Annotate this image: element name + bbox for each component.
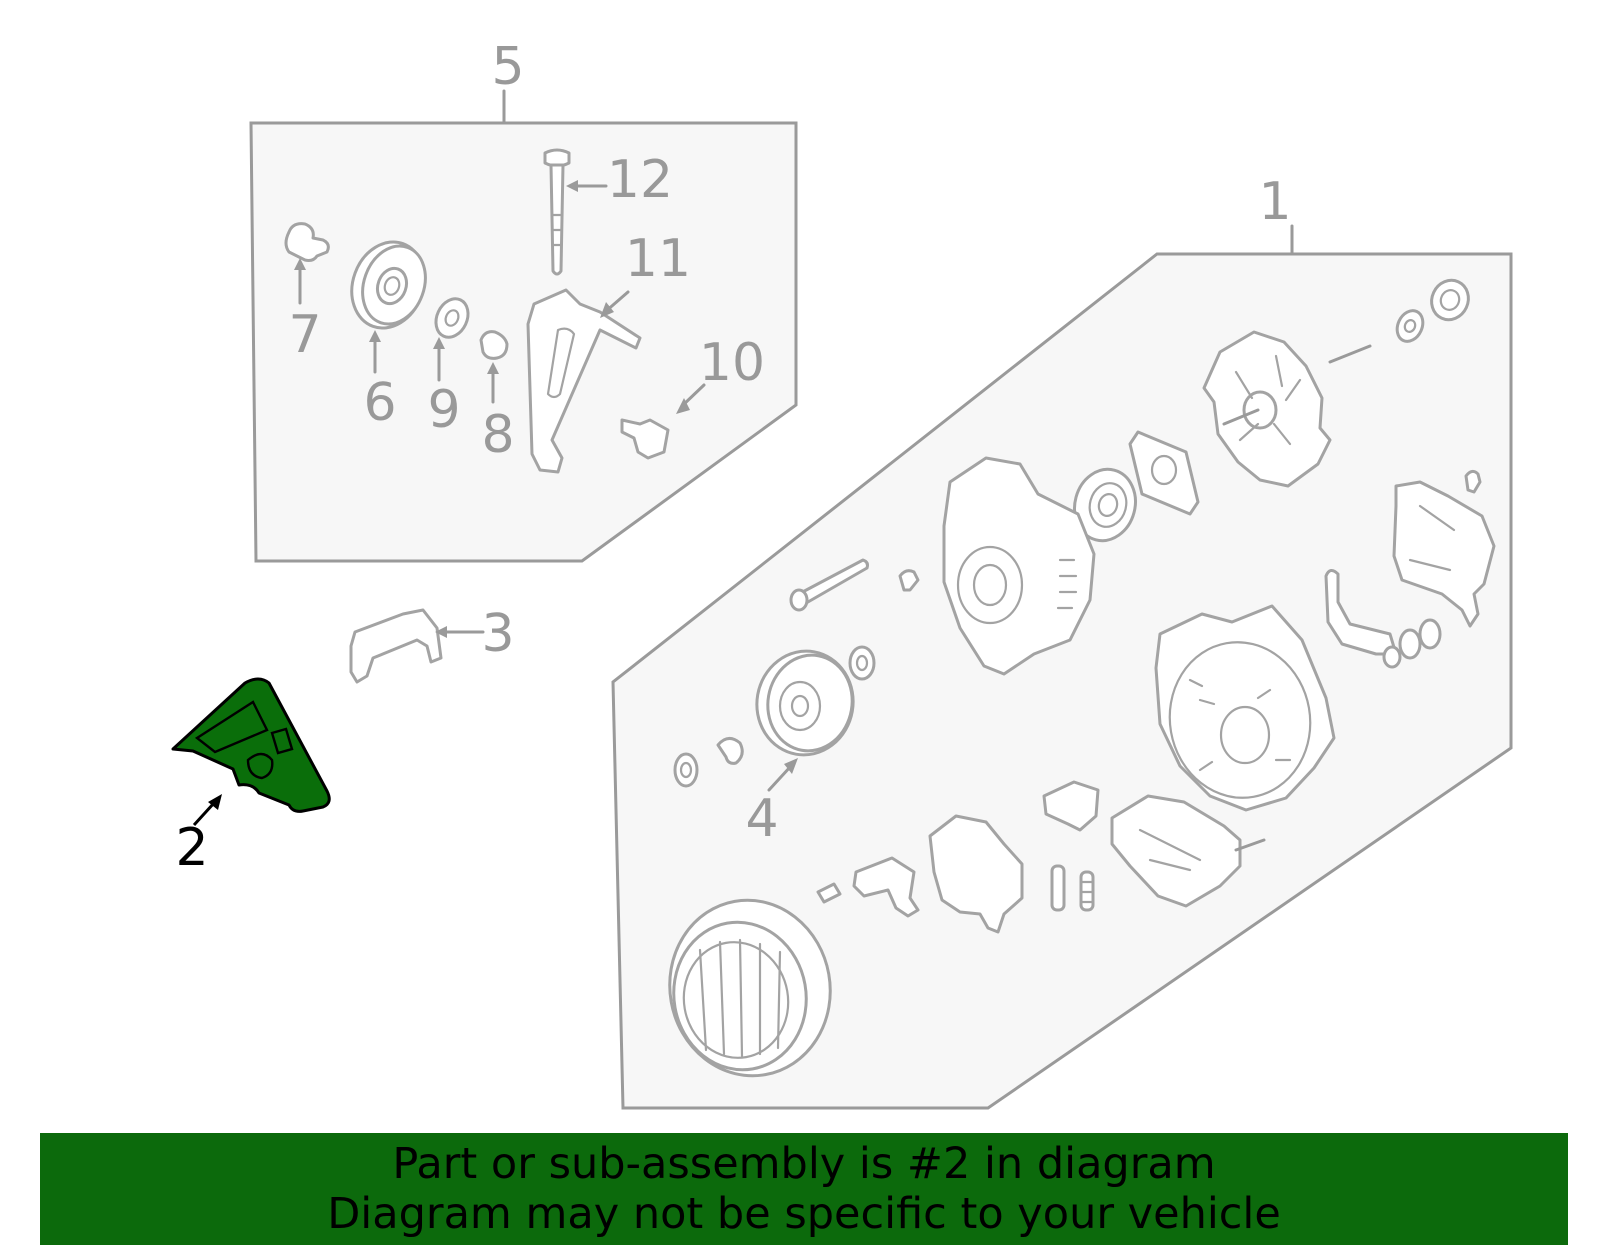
callout-7[interactable]: 7 <box>288 305 321 365</box>
part-12-long-bolt[interactable] <box>543 148 608 276</box>
part-7-bolt[interactable] <box>284 222 330 305</box>
part-4-pulley[interactable] <box>749 643 862 792</box>
part-rotor[interactable] <box>1202 330 1372 488</box>
part-stator[interactable] <box>656 887 844 1088</box>
part-lock-washer[interactable] <box>716 737 744 765</box>
part-insulator[interactable] <box>852 856 920 918</box>
part-front-bearing[interactable] <box>1067 462 1144 547</box>
banner-line-disclaimer: Diagram may not be specific to your vehi… <box>327 1189 1281 1239</box>
callout-6[interactable]: 6 <box>363 373 396 433</box>
callout-2[interactable]: 2 <box>175 818 208 878</box>
part-terminal-assembly[interactable] <box>1324 569 1442 669</box>
part-through-bolt[interactable] <box>789 558 869 612</box>
info-banner: Part or sub-assembly is #2 in diagram Di… <box>40 1133 1568 1245</box>
part-rear-cover[interactable] <box>1392 480 1496 628</box>
part-8-nut[interactable] <box>479 330 509 404</box>
part-brush-holder[interactable] <box>1042 780 1100 832</box>
callout-3[interactable]: 3 <box>481 604 514 664</box>
banner-line-part: Part or sub-assembly is #2 in diagram <box>392 1139 1216 1189</box>
part-rear-housing[interactable] <box>1154 604 1336 812</box>
callout-4[interactable]: 4 <box>745 789 778 849</box>
part-3-heat-shield[interactable] <box>349 608 485 684</box>
part-pulley-washer[interactable] <box>848 645 876 681</box>
callout-8[interactable]: 8 <box>481 405 514 465</box>
part-9-washer[interactable] <box>430 294 474 382</box>
part-10-bolt[interactable] <box>620 383 706 460</box>
part-brush-spring[interactable] <box>1079 870 1095 912</box>
callout-10[interactable]: 10 <box>699 333 765 393</box>
part-insulator-screw[interactable] <box>816 882 842 904</box>
part-2-shape <box>171 677 331 813</box>
part-front-housing[interactable] <box>942 456 1096 676</box>
part-6-idler-pulley[interactable] <box>340 232 436 374</box>
group-box-5 <box>249 89 798 563</box>
part-bearing-small[interactable] <box>1425 274 1475 325</box>
callout-12[interactable]: 12 <box>607 150 673 210</box>
part-rotor-washer[interactable] <box>1392 306 1427 345</box>
callout-5[interactable]: 5 <box>491 37 524 97</box>
part-nut-small[interactable] <box>673 752 699 788</box>
callout-11[interactable]: 11 <box>625 229 691 289</box>
part-brush[interactable] <box>1050 864 1066 912</box>
part-regulator[interactable] <box>928 814 1024 934</box>
part-small-screw[interactable] <box>898 569 920 592</box>
part-cover-screw[interactable] <box>1464 469 1482 494</box>
callout-1[interactable]: 1 <box>1258 172 1291 232</box>
part-retainer-plate[interactable] <box>1128 430 1200 516</box>
part-rectifier[interactable] <box>1110 794 1266 908</box>
part-2-alternator-bracket[interactable] <box>171 677 331 827</box>
callout-9[interactable]: 9 <box>427 380 460 440</box>
part-11-adjusting-bracket[interactable] <box>526 288 642 474</box>
